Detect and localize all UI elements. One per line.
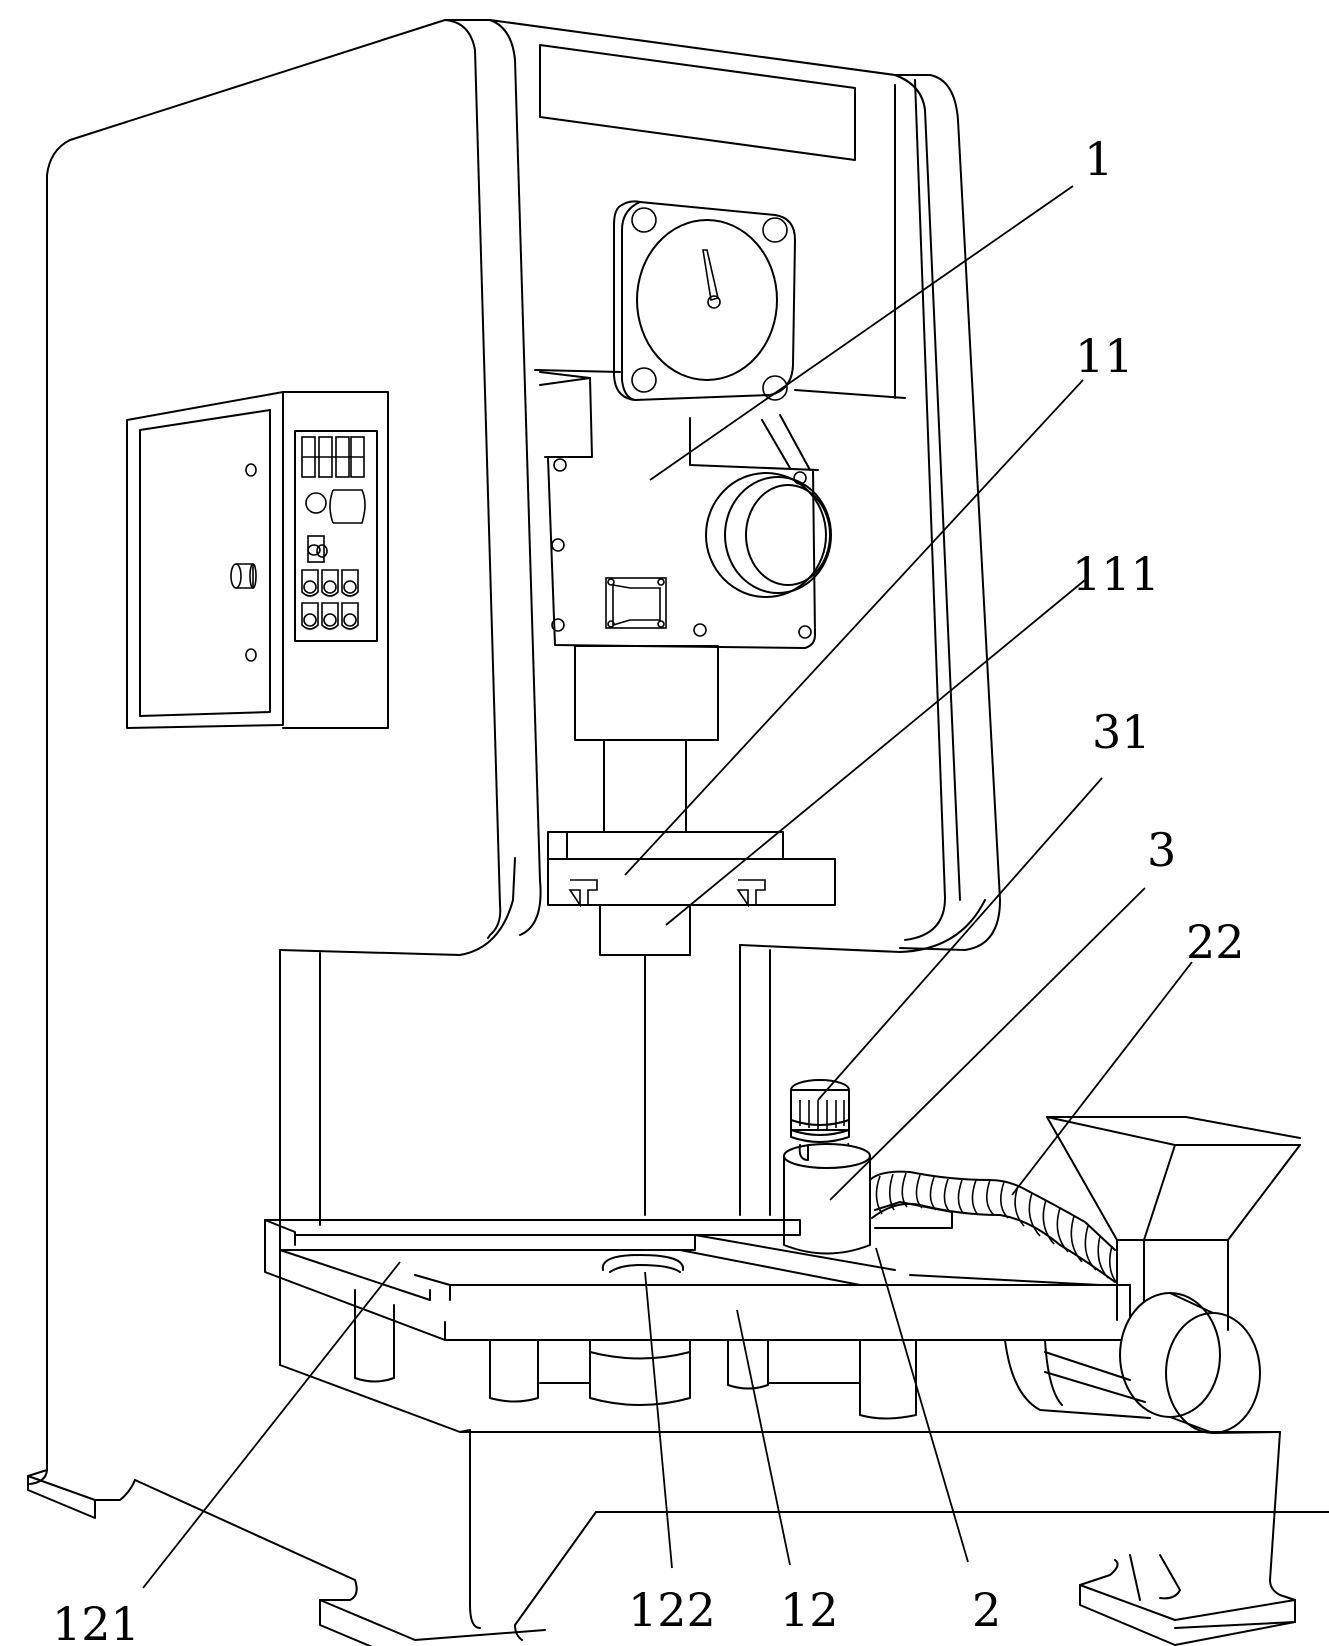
press-frame bbox=[29, 19, 1001, 1485]
leader-121 bbox=[142, 1261, 401, 1589]
worktable bbox=[264, 1219, 1131, 1433]
leader-2 bbox=[875, 1247, 969, 1563]
rotary-knob[interactable] bbox=[329, 489, 366, 524]
electric-cabinet bbox=[126, 391, 389, 729]
leader-3 bbox=[829, 887, 1146, 1201]
gauge-needle-icon bbox=[702, 249, 719, 302]
display-digits bbox=[301, 436, 365, 478]
label-122: 122 bbox=[628, 1583, 716, 1637]
suction-housing bbox=[783, 1143, 871, 1255]
hinge-icon bbox=[245, 463, 257, 477]
leader-lines bbox=[142, 185, 1193, 1589]
leader-12 bbox=[736, 1309, 791, 1566]
label-22: 22 bbox=[1186, 915, 1245, 969]
label-12: 12 bbox=[780, 1583, 839, 1637]
label-2: 2 bbox=[972, 1583, 1001, 1637]
toggle-switch[interactable] bbox=[307, 535, 328, 563]
label-31: 31 bbox=[1092, 705, 1151, 759]
label-11: 11 bbox=[1075, 329, 1134, 383]
indicator-light-icon bbox=[305, 492, 327, 514]
callout-labels: 1 11 111 31 3 22 121 122 12 2 bbox=[52, 132, 1245, 1646]
leader-31 bbox=[817, 777, 1103, 1101]
label-3: 3 bbox=[1147, 823, 1176, 877]
leader-11 bbox=[624, 379, 1084, 876]
leader-1 bbox=[649, 185, 1074, 481]
push-buttons[interactable] bbox=[301, 569, 359, 630]
leader-122 bbox=[644, 1271, 673, 1569]
collector-hopper bbox=[1004, 1116, 1301, 1434]
frame-throat bbox=[279, 857, 986, 1366]
label-1: 1 bbox=[1084, 132, 1113, 186]
head-housing bbox=[534, 84, 906, 649]
door-handle-icon[interactable] bbox=[230, 563, 257, 589]
leader-111 bbox=[665, 579, 1086, 926]
hinge-icon bbox=[245, 648, 257, 662]
label-121: 121 bbox=[52, 1597, 140, 1646]
pressure-gauge bbox=[613, 200, 796, 401]
control-panel bbox=[294, 430, 378, 642]
leader-22 bbox=[1011, 961, 1193, 1196]
corrugated-hose bbox=[869, 1170, 1117, 1283]
upper-die bbox=[599, 904, 691, 956]
switch-box bbox=[605, 577, 667, 629]
label-111: 111 bbox=[1072, 547, 1160, 601]
